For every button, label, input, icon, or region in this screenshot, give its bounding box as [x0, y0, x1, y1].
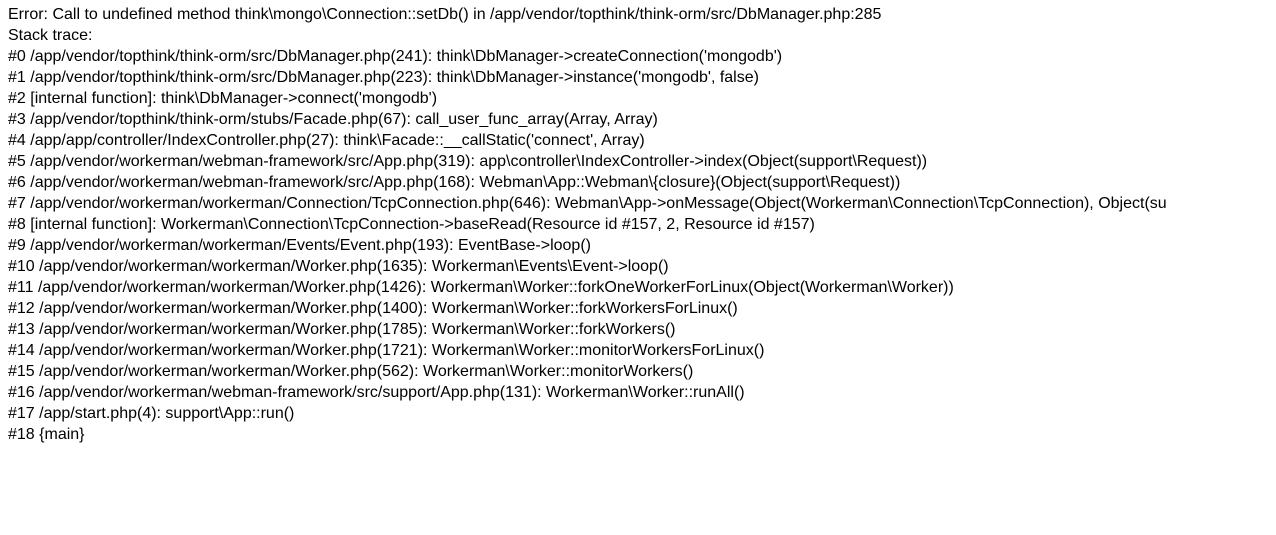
stack-trace-line: #7 /app/vendor/workerman/workerman/Conne…	[8, 195, 1167, 212]
stack-trace-line: #11 /app/vendor/workerman/workerman/Work…	[8, 279, 954, 296]
stack-trace-line: #17 /app/start.php(4): support\App::run(…	[8, 405, 295, 422]
stack-trace-line: #1 /app/vendor/topthink/think-orm/src/Db…	[8, 69, 759, 86]
stack-trace-line: #16 /app/vendor/workerman/webman-framewo…	[8, 384, 745, 401]
stack-trace-line: #13 /app/vendor/workerman/workerman/Work…	[8, 321, 676, 338]
stack-trace-line: #5 /app/vendor/workerman/webman-framewor…	[8, 153, 928, 170]
stack-trace-line: #8 [internal function]: Workerman\Connec…	[8, 216, 815, 233]
error-message: Error: Call to undefined method think\mo…	[8, 6, 882, 23]
stack-trace-line: #12 /app/vendor/workerman/workerman/Work…	[8, 300, 738, 317]
stack-trace-line: #0 /app/vendor/topthink/think-orm/src/Db…	[8, 48, 783, 65]
stack-trace-line: #4 /app/app/controller/IndexController.p…	[8, 132, 645, 149]
stack-trace-heading: Stack trace:	[8, 27, 93, 44]
stack-trace-line: #6 /app/vendor/workerman/webman-framewor…	[8, 174, 901, 191]
stack-trace-line: #14 /app/vendor/workerman/workerman/Work…	[8, 342, 765, 359]
stack-trace-line: #9 /app/vendor/workerman/workerman/Event…	[8, 237, 591, 254]
stack-trace-line: #3 /app/vendor/topthink/think-orm/stubs/…	[8, 111, 658, 128]
stack-trace-line: #2 [internal function]: think\DbManager-…	[8, 90, 438, 107]
stack-trace-line: #10 /app/vendor/workerman/workerman/Work…	[8, 258, 669, 275]
stack-trace-line: #15 /app/vendor/workerman/workerman/Work…	[8, 363, 694, 380]
stack-trace-line: #18 {main}	[8, 426, 85, 443]
